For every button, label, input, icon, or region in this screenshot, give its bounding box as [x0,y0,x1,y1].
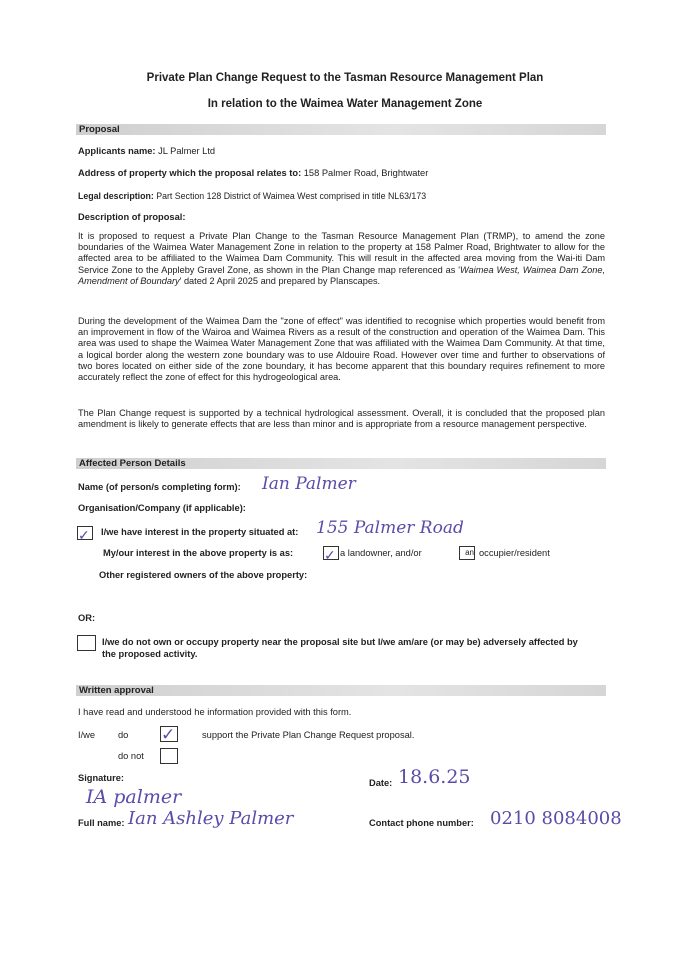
other-owners-label: Other registered owners of the above pro… [99,570,308,580]
do-not-checkbox[interactable] [160,748,178,764]
not-own-label: I/we do not own or occupy property near … [102,637,578,659]
phone-value[interactable]: 0210 8084008 [490,808,622,829]
signature-value[interactable]: IA palmer [86,786,182,808]
section-approval-header: Written approval [76,685,606,696]
section-affected-header: Affected Person Details [76,458,606,469]
occupier-checkbox[interactable]: an [459,546,475,560]
address-value: 158 Palmer Road, Brightwater [303,168,429,178]
signature-label: Signature: [78,773,124,783]
interest-address-value[interactable]: 155 Palmer Road [316,518,464,538]
landowner-checkbox[interactable]: ✓ [323,546,339,562]
document-title: Private Plan Change Request to the Tasma… [146,72,544,84]
description-paragraph-2: During the development of the Waimea Dam… [78,316,605,383]
full-name-label: Full name: [78,818,125,828]
support-text: support the Private Plan Change Request … [202,730,415,740]
name-label: Name (of person/s completing form): [78,482,241,492]
description-paragraph-1: It is proposed to request a Private Plan… [78,231,606,286]
name-value[interactable]: Ian Palmer [262,474,356,494]
landowner-label: a landowner, and/or [340,548,422,558]
occupier-label: occupier/resident [479,548,550,558]
interest-label: I/we have interest in the property situa… [101,527,299,537]
description-label: Description of proposal: [78,212,186,222]
or-label: OR: [78,613,96,623]
do-checkbox[interactable]: ✓ [160,726,178,743]
read-statement: I have read and understood he informatio… [78,707,352,717]
address-field: Address of property which the proposal r… [78,168,429,178]
not-own-checkbox[interactable] [77,635,96,651]
applicants-field: Applicants name: JL Palmer Ltd [78,146,216,156]
date-label: Date: [369,778,393,788]
description-paragraph-3: The Plan Change request is supported by … [78,408,605,430]
applicants-value: JL Palmer Ltd [158,146,216,156]
date-value[interactable]: 18.6.25 [398,766,471,788]
organisation-label: Organisation/Company (if applicable): [78,503,246,513]
interest-checkbox[interactable]: ✓ [77,526,93,542]
iwe-label: I/we [78,730,96,740]
do-label: do [118,730,129,740]
section-proposal-header: Proposal [76,124,606,135]
interest-type-label: My/our interest in the above property is… [103,548,294,558]
phone-label: Contact phone number: [369,818,474,828]
legal-field: Legal description: Part Section 128 Dist… [78,191,427,201]
legal-value: Part Section 128 District of Waimea West… [156,191,427,201]
full-name-value[interactable]: Ian Ashley Palmer [128,808,294,829]
document-subtitle: In relation to the Waimea Water Manageme… [207,98,483,110]
do-not-label: do not [118,751,144,761]
